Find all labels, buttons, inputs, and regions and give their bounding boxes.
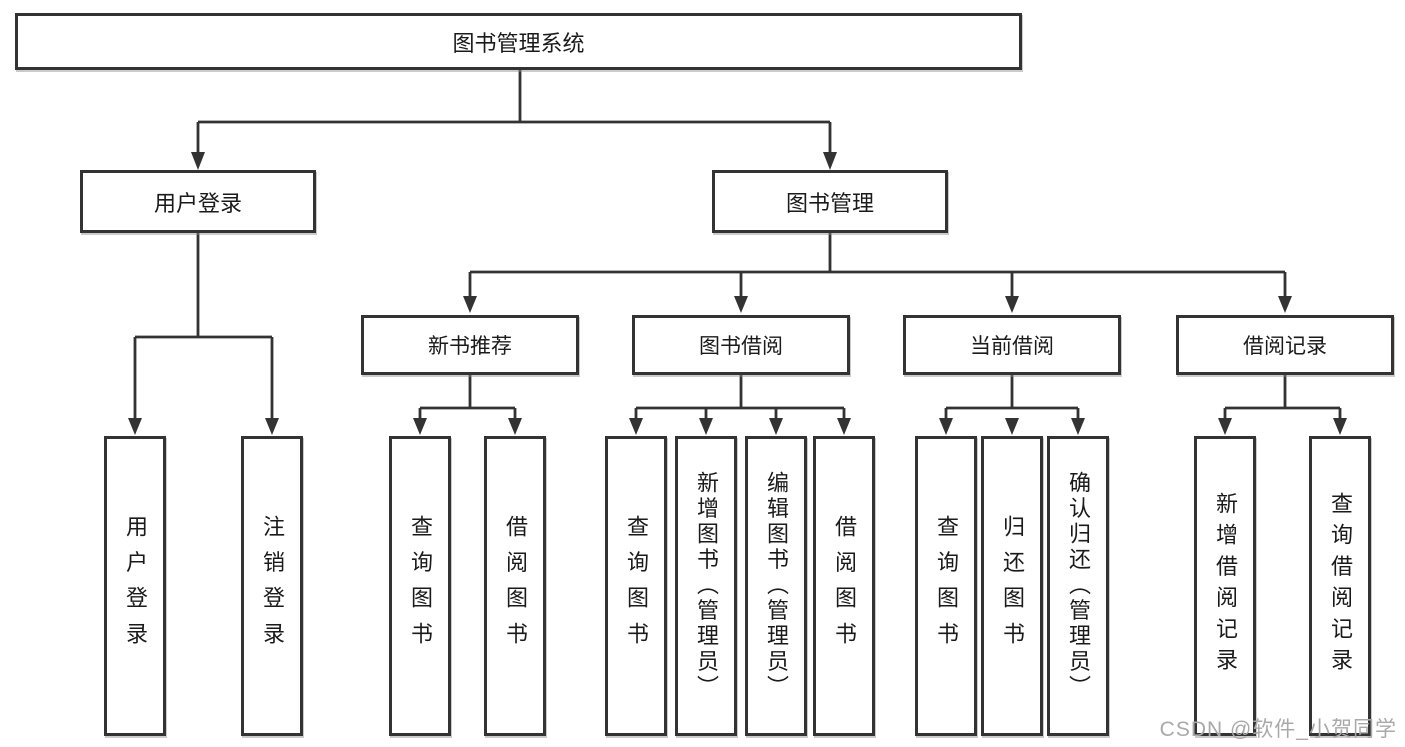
leaf-label: 编辑图书（管理员）: [764, 471, 789, 701]
leaf-box-user-login: 用户登录: [104, 436, 166, 736]
leaf-box-search-books-1: 查询图书: [389, 436, 451, 736]
leaf-box-confirm-return-admin: 确认归还（管理员）: [1047, 436, 1109, 736]
leaf-box-edit-books-admin: 编辑图书（管理员）: [745, 436, 807, 736]
section-box-borrow-records: 借阅记录: [1176, 315, 1394, 375]
leaf-label: 借阅图书: [832, 514, 857, 658]
branch-box-book-management: 图书管理: [712, 170, 948, 233]
section-box-current-borrowing: 当前借阅: [903, 315, 1121, 375]
root-label: 图书管理系统: [452, 30, 585, 56]
section-box-book-borrowing: 图书借阅: [632, 315, 850, 375]
leaf-label: 查询图书: [624, 514, 649, 658]
leaf-box-return-books: 归还图书: [981, 436, 1043, 736]
section-label: 图书借阅: [699, 335, 783, 358]
branch-box-user-login: 用户登录: [80, 170, 316, 233]
leaf-box-borrow-books-1: 借阅图书: [484, 436, 546, 736]
leaf-box-add-books-admin: 新增图书（管理员）: [675, 436, 737, 736]
leaf-label: 查询借阅记录: [1328, 492, 1353, 680]
section-label: 新书推荐: [428, 335, 512, 358]
leaf-label: 查询图书: [408, 514, 433, 658]
leaf-box-add-borrow-record: 新增借阅记录: [1194, 436, 1256, 736]
leaf-label: 归还图书: [1000, 514, 1025, 658]
branch-label: 图书管理: [785, 190, 874, 216]
leaf-label: 新增借阅记录: [1213, 492, 1238, 680]
section-box-new-books: 新书推荐: [361, 315, 579, 375]
branch-label: 用户登录: [153, 190, 242, 216]
leaf-label: 注销登录: [260, 514, 285, 658]
leaf-label: 确认归还（管理员）: [1066, 471, 1091, 701]
leaf-box-logout: 注销登录: [241, 436, 303, 736]
section-label: 借阅记录: [1243, 335, 1327, 358]
leaf-label: 用户登录: [123, 514, 148, 658]
leaf-box-search-books-2: 查询图书: [605, 436, 667, 736]
leaf-label: 新增图书（管理员）: [694, 471, 719, 701]
leaf-box-borrow-books-2: 借阅图书: [813, 436, 875, 736]
leaf-box-search-borrow-record: 查询借阅记录: [1309, 436, 1371, 736]
csdn-watermark: CSDN @软件_小贺同学: [1159, 718, 1397, 741]
leaf-label: 借阅图书: [503, 514, 528, 658]
leaf-label: 查询图书: [934, 514, 959, 658]
leaf-box-search-books-3: 查询图书: [915, 436, 977, 736]
section-label: 当前借阅: [970, 335, 1054, 358]
root-box-system: 图书管理系统: [15, 13, 1022, 70]
